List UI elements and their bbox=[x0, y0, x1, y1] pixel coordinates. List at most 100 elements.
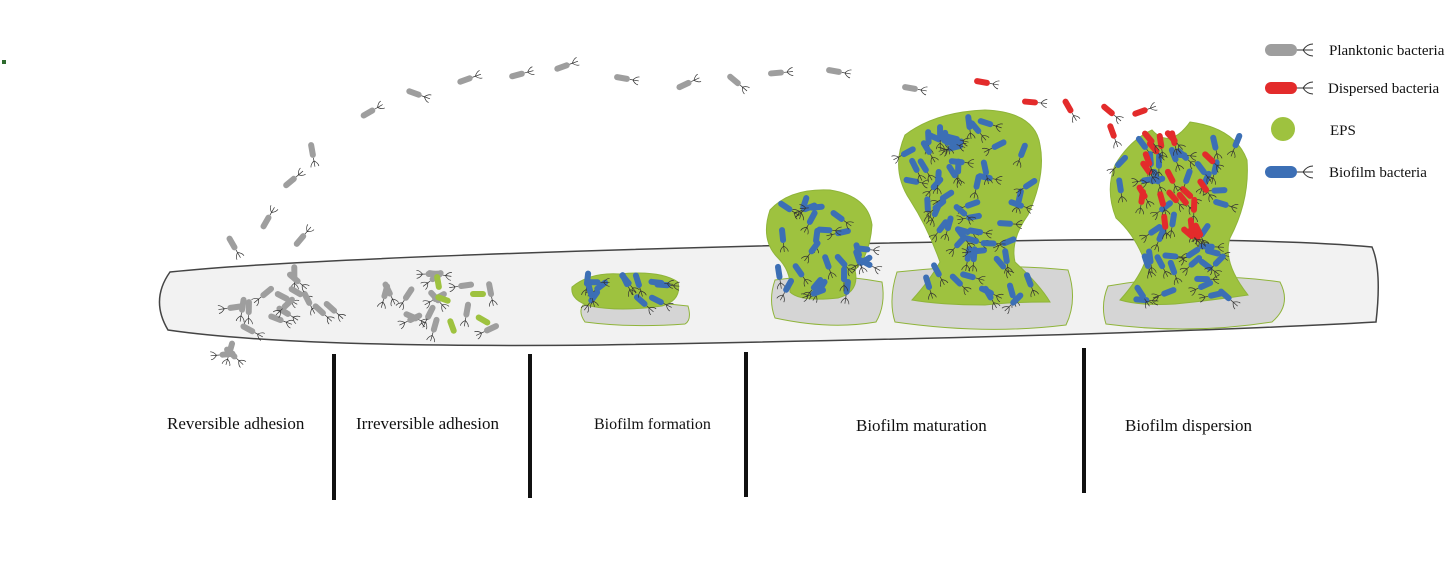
biofilm-bacterium bbox=[946, 163, 965, 188]
planktonic-bacterium bbox=[244, 299, 253, 325]
planktonic-bacterium bbox=[457, 70, 483, 85]
dispersed-bacterium bbox=[1135, 188, 1146, 215]
attached-bacterium bbox=[426, 316, 440, 343]
planktonic-bacterium bbox=[768, 67, 794, 77]
dispersed-bacterium bbox=[1164, 168, 1182, 194]
planktonic-bacterium bbox=[312, 303, 335, 325]
biofilm-bacterium bbox=[891, 146, 916, 164]
planktonic-bacterium bbox=[902, 84, 928, 96]
biofilm-bacterium bbox=[980, 159, 993, 186]
stage-label-irreversible-adhesion: Irreversible adhesion bbox=[356, 414, 500, 433]
planktonic-bacterium bbox=[293, 224, 315, 247]
biofilm-bacterium bbox=[1151, 287, 1177, 303]
dispersed-bacterium bbox=[1161, 213, 1171, 240]
planktonic-bacterium bbox=[268, 313, 294, 329]
dispersed-bacterium bbox=[1022, 98, 1048, 108]
biofilm-bacterium bbox=[1171, 151, 1197, 161]
stage-label-biofilm-maturation: Biofilm maturation bbox=[856, 416, 987, 435]
biofilm-bacterium bbox=[1202, 186, 1228, 196]
dispersed-bacterium bbox=[1132, 102, 1158, 117]
planktonic-bacterium bbox=[286, 271, 310, 293]
biofilm-bacterium bbox=[792, 263, 812, 287]
biofilm-bacterium bbox=[1134, 284, 1154, 309]
biofilm-bacterium bbox=[1135, 135, 1156, 160]
biofilm-bacterium bbox=[1150, 226, 1167, 252]
planktonic-bacterium bbox=[260, 205, 279, 230]
biofilm-bacterium bbox=[1116, 177, 1127, 203]
biofilm-bacterium bbox=[920, 140, 939, 165]
dispersed-bacterium bbox=[1140, 160, 1160, 185]
stage-separators bbox=[332, 348, 1086, 500]
biofilm-bacterium bbox=[923, 274, 937, 300]
legend-eps-symbol bbox=[1271, 117, 1295, 141]
biofilm-bacterium bbox=[1023, 272, 1039, 298]
biofilm-bacterium bbox=[1204, 253, 1226, 276]
planktonic-bacterium bbox=[360, 100, 385, 119]
stage-label-biofilm-formation: Biofilm formation bbox=[594, 416, 711, 433]
biofilm-bacterium bbox=[580, 289, 601, 313]
biofilm-bacterium bbox=[839, 266, 849, 292]
biofilm-bacterium bbox=[1106, 154, 1129, 177]
biofilm-bacterium bbox=[960, 271, 986, 285]
biofilm-bacterium bbox=[968, 246, 978, 272]
dispersed-bacterium bbox=[974, 78, 1000, 90]
dispersed-bacterium bbox=[1142, 151, 1158, 177]
biofilm-bacterium bbox=[1141, 253, 1156, 279]
biofilm-bacterium bbox=[993, 255, 1015, 279]
biofilm-bacterium bbox=[816, 226, 842, 236]
eps-coated-bacterium bbox=[435, 294, 451, 304]
planktonic-bacterium bbox=[226, 235, 245, 260]
planktonic-bacterium bbox=[727, 73, 750, 95]
eps-coated-bacterium bbox=[470, 291, 486, 297]
biofilm-bacterium bbox=[965, 114, 976, 140]
biofilm-bacterium bbox=[800, 210, 818, 235]
legend-label-eps: EPS bbox=[1330, 123, 1356, 139]
biofilm-bacterium bbox=[776, 278, 795, 303]
planktonic-bacterium bbox=[240, 323, 265, 341]
biofilm-bacterium bbox=[981, 139, 1007, 157]
legend-label-dispersed: Dispersed bacteria bbox=[1328, 81, 1440, 97]
biofilm-bacterium bbox=[935, 124, 945, 150]
biofilm-bacterium bbox=[941, 137, 967, 152]
substrate-surface bbox=[158, 238, 1379, 347]
bacteria-layer bbox=[210, 57, 1243, 368]
biofilm-bacterium bbox=[648, 294, 674, 312]
biofilm-bacterium bbox=[944, 133, 970, 147]
biofilm-bacterium bbox=[1226, 132, 1243, 158]
biofilm-bacterium bbox=[909, 157, 926, 183]
biofilm-bacterium bbox=[1154, 254, 1172, 279]
eps-coated-bacterium bbox=[434, 274, 442, 290]
dispersed-bacterium bbox=[1181, 226, 1204, 248]
biofilm-bacterium bbox=[1213, 198, 1239, 213]
biofilm-bacterium bbox=[932, 168, 942, 195]
biofilm-bacterium bbox=[1008, 199, 1034, 214]
biofilm-bacterium bbox=[802, 276, 824, 300]
dispersed-bacterium bbox=[1142, 130, 1163, 154]
biofilm-bacterium bbox=[1162, 252, 1188, 262]
biofilm-bacterium bbox=[917, 158, 936, 183]
biofilm-bacterium bbox=[1001, 292, 1024, 315]
biofilm-bacterium bbox=[800, 287, 827, 302]
biofilm-bacterium bbox=[978, 285, 1004, 303]
planktonic-bacterium bbox=[224, 346, 247, 368]
dispersed-bacterium bbox=[1156, 133, 1168, 159]
legend-label-planktonic: Planktonic bacteria bbox=[1329, 43, 1445, 59]
planktonic-bacterium bbox=[509, 66, 535, 80]
biofilm-bacterium bbox=[830, 210, 854, 230]
attached-bacterium bbox=[486, 281, 498, 307]
biofilm-bacterium bbox=[940, 215, 954, 241]
biofilm-bacterium bbox=[1210, 134, 1223, 161]
attached-bacterium bbox=[474, 323, 500, 340]
stage-separator-2 bbox=[528, 354, 532, 498]
biofilm-bacterium bbox=[903, 176, 929, 189]
dispersed-bacterium bbox=[1101, 103, 1124, 125]
biofilm-bacterium bbox=[1002, 248, 1013, 274]
dispersed-bacterium bbox=[1197, 178, 1217, 203]
stage-label-biofilm-dispersion: Biofilm dispersion bbox=[1125, 416, 1253, 435]
biofilm-bacterium bbox=[853, 249, 868, 275]
biofilm-bacterium bbox=[800, 240, 821, 264]
biofilm-bacterium bbox=[1138, 224, 1163, 243]
biofilm-bacterium bbox=[1188, 279, 1214, 296]
dispersed-bacterium bbox=[1189, 196, 1198, 223]
